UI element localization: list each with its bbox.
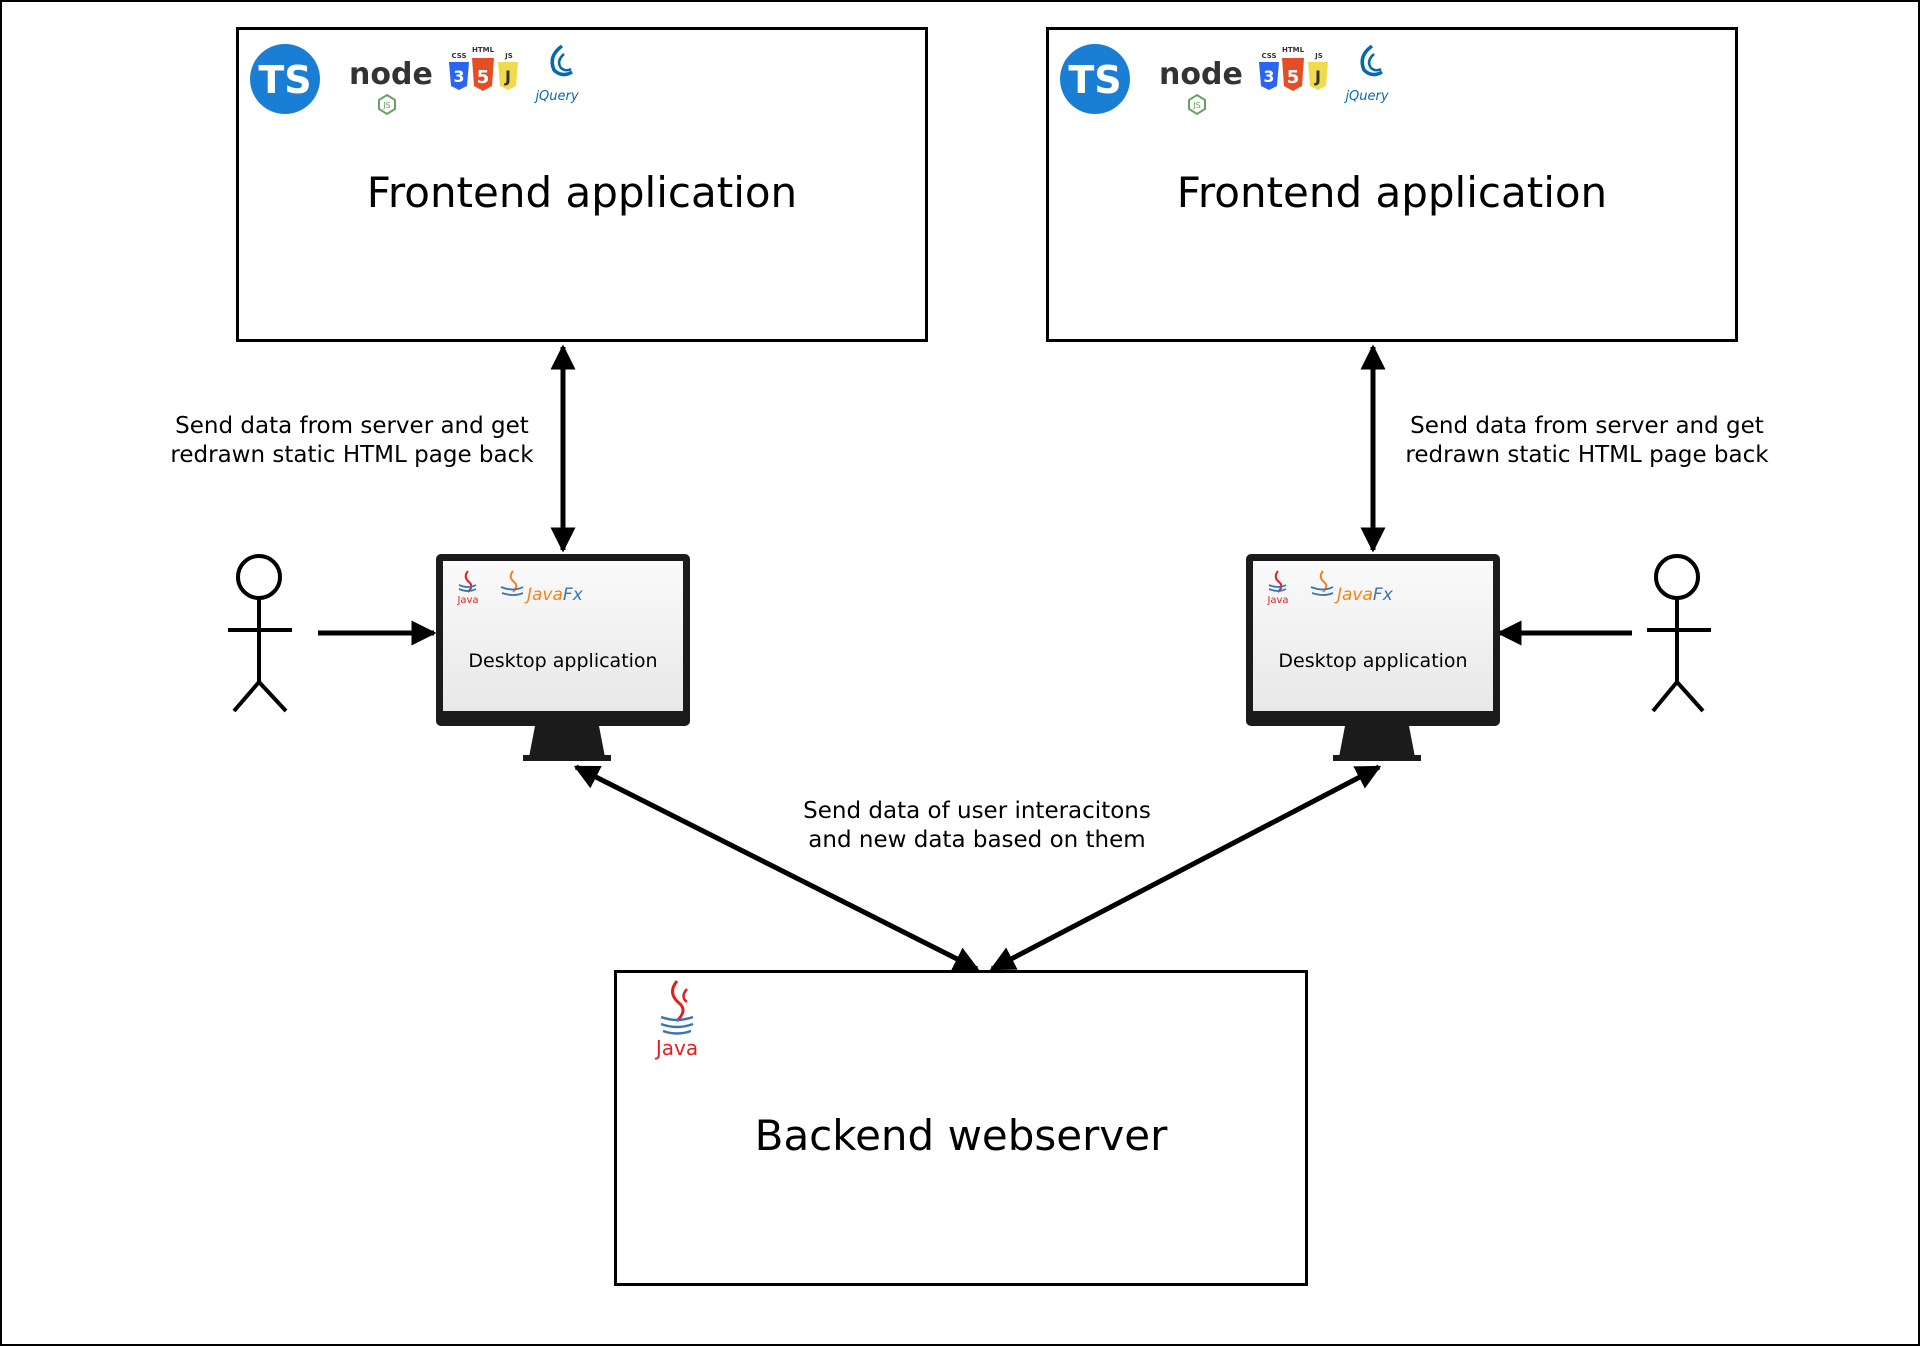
desktop-right-label: Desktop application (1278, 650, 1468, 672)
svg-text:JS: JS (1314, 52, 1323, 60)
svg-text:TS: TS (1068, 58, 1121, 102)
desktop-right-javafx-logo-icon: JavaFx (1310, 570, 1394, 605)
css-html-js-logo-icon: CSS HTML JS 3 5 J (1259, 46, 1328, 91)
svg-text:3: 3 (1263, 67, 1274, 86)
user-left-stick-figure-icon (228, 554, 292, 713)
edge-label-line: Send data from server and get (1410, 413, 1764, 439)
nodejs-logo-icon: node JS (1159, 57, 1243, 116)
desktop-left-javafx-java-text: JavaFx (524, 585, 584, 605)
desktop-left-java-logo-icon: Java (456, 570, 479, 606)
edge-label-line: redrawn static HTML page back (170, 442, 534, 468)
backend-java-logo-icon: Java (654, 980, 698, 1060)
desktop-right-monitor-icon (1246, 554, 1500, 761)
backend-java-text: Java (654, 1036, 698, 1060)
backend-title: Backend webserver (754, 1111, 1168, 1160)
frontend-left-logos: TS node JS CSS HTML JS 3 5 J jQuery (250, 44, 579, 116)
jquery-logo-icon: jQuery (1343, 44, 1389, 104)
edge-label-line: redrawn static HTML page back (1405, 442, 1769, 468)
svg-text:JS: JS (504, 52, 513, 60)
edge-label-desktop-backend: Send data of user interacitons and new d… (777, 797, 1177, 855)
svg-text:JS: JS (382, 101, 390, 110)
frontend-left-title: Frontend application (366, 168, 798, 217)
edge-label-line: and new data based on them (808, 827, 1146, 853)
frontend-left-box: TS node JS CSS HTML JS 3 5 J jQuery Fron… (236, 27, 928, 342)
desktop-left-javafx-logo-icon: JavaFx (500, 570, 584, 605)
nodejs-logo-icon: node JS (349, 57, 433, 116)
typescript-logo-icon: TS (250, 44, 320, 114)
svg-text:5: 5 (477, 67, 490, 88)
svg-text:5: 5 (1287, 67, 1300, 88)
svg-text:CSS: CSS (1261, 52, 1276, 60)
frontend-right-logos: TS node JS CSS HTML JS 3 5 J jQuery (1060, 44, 1389, 116)
svg-text:J: J (1314, 67, 1321, 86)
desktop-right-javafx-java-text: JavaFx (1334, 585, 1394, 605)
svg-text:jQuery: jQuery (1343, 89, 1388, 104)
desktop-left-label: Desktop application (468, 650, 658, 672)
edge-label-line: Send data of user interacitons (803, 798, 1151, 824)
svg-text:CSS: CSS (451, 52, 466, 60)
desktop-left-java-text: Java (456, 595, 478, 606)
svg-text:3: 3 (453, 67, 464, 86)
svg-text:HTML: HTML (1282, 46, 1305, 54)
desktop-right-java-text: Java (1266, 595, 1288, 606)
user-right-stick-figure-icon (1647, 554, 1711, 713)
frontend-right-title: Frontend application (1176, 168, 1608, 217)
edge-desktop-right-backend (989, 764, 1382, 972)
edge-label-right-frontend-desktop: Send data from server and get redrawn st… (1387, 412, 1787, 470)
svg-text:HTML: HTML (472, 46, 495, 54)
svg-text:TS: TS (258, 58, 311, 102)
css-html-js-logo-icon: CSS HTML JS 3 5 J (449, 46, 518, 91)
edge-label-line: Send data from server and get (175, 413, 529, 439)
typescript-logo-icon: TS (1060, 44, 1130, 114)
backend-box: Java Backend webserver (614, 970, 1308, 1286)
svg-text:JS: JS (1192, 101, 1200, 110)
svg-text:node: node (349, 57, 433, 92)
desktop-left-monitor-icon (436, 554, 690, 761)
svg-text:node: node (1159, 57, 1243, 92)
svg-text:jQuery: jQuery (533, 89, 578, 104)
frontend-right-box: TS node JS CSS HTML JS 3 5 J jQuery Fron… (1046, 27, 1738, 342)
jquery-logo-icon: jQuery (533, 44, 579, 104)
desktop-right-java-logo-icon: Java (1266, 570, 1289, 606)
svg-text:J: J (504, 67, 511, 86)
edge-label-left-frontend-desktop: Send data from server and get redrawn st… (152, 412, 552, 470)
edge-desktop-left-backend (573, 764, 980, 972)
